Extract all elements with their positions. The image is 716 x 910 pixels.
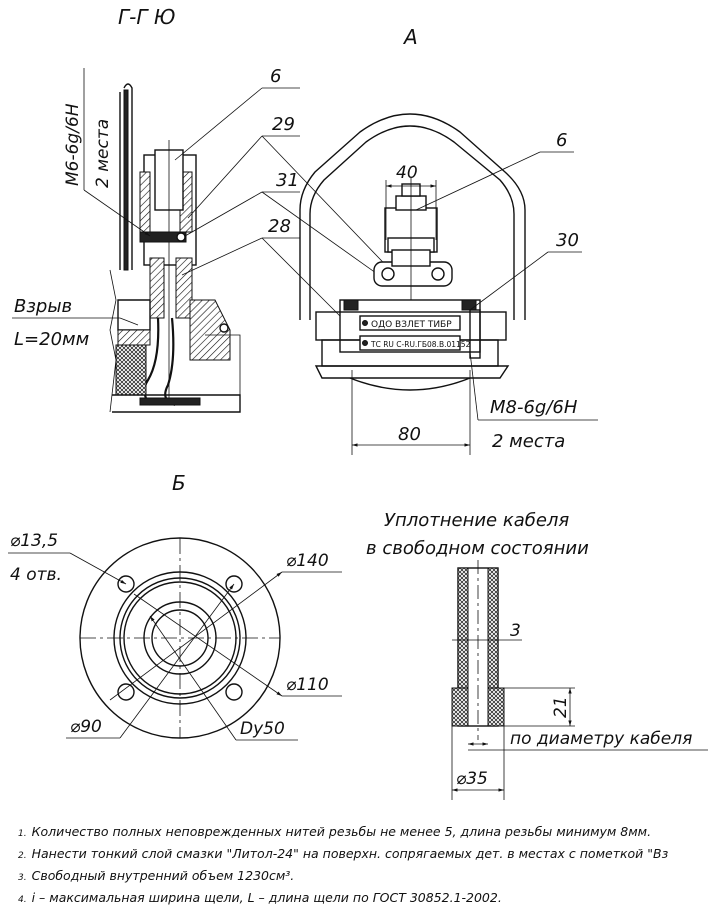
callout-6-left: 6: [270, 66, 281, 87]
callout-30: 30: [556, 230, 579, 251]
dim-140: ⌀140: [286, 551, 329, 571]
thread-spec-left: М6-6g/6Н: [63, 103, 83, 186]
view-b: Б ⌀13,5 4 отв. ⌀140 ⌀110 ⌀90 Dу50: [8, 471, 342, 741]
note-item: 3.Свободный внутренний объем 1230см³.: [18, 868, 295, 883]
explosion-length: L=20мм: [14, 329, 89, 350]
callout-31: 31: [276, 170, 299, 191]
plate-1-text: ОДО ВЗЛЕТ ТИБР: [371, 320, 452, 330]
dim-40: 40: [396, 163, 418, 183]
dim-hole: ⌀13,5: [10, 531, 58, 551]
plate-2-text: ТС RU С-RU.ГБ08.В.01152: [370, 340, 471, 349]
callout-29: 29: [272, 114, 295, 135]
callouts-section: 6 29 31 28: [174, 66, 401, 321]
thread-label-left: М6-6g/6Н 2 места: [63, 68, 151, 237]
dim-110: ⌀110: [286, 675, 329, 695]
dim-80: 80: [398, 424, 421, 445]
view-a-title: А: [402, 25, 418, 49]
view-b-title: Б: [172, 471, 186, 495]
seal-title-1: Уплотнение кабеля: [384, 510, 569, 531]
seal-cable-note: по диаметру кабеля: [510, 729, 692, 749]
dim-90: ⌀90: [70, 717, 102, 737]
dim-dy50: Dу50: [240, 719, 285, 739]
note-item: 4.i – максимальная ширина щели, L – длин…: [18, 890, 502, 905]
thread-count-right: 2 места: [492, 431, 565, 452]
dim-35: ⌀35: [456, 769, 488, 789]
note-item: 1.Количество полных неповрежденных нитей…: [18, 824, 652, 839]
cable-seal-view: Уплотнение кабеля в свободном состоянии …: [366, 510, 708, 800]
callout-6-right: 6: [556, 130, 567, 151]
explosion-label: Взрыв L=20мм: [12, 296, 139, 350]
dim-21: 21: [551, 696, 571, 718]
section-title: Г-Г Ю: [118, 5, 175, 29]
thread-count-left: 2 места: [93, 119, 113, 188]
view-a: А ОДО ВЗЛЕТ ТИБР ТС RU С-RU.ГБ08.В.01152…: [299, 25, 598, 455]
section-view: Г-Г Ю: [109, 5, 241, 413]
dim-hole-count: 4 отв.: [10, 565, 62, 585]
notes-list: 1.Количество полных неповрежденных нитей…: [18, 822, 716, 910]
dim-3: 3: [510, 621, 521, 641]
thread-spec-right: М8-6g/6Н: [490, 397, 578, 418]
seal-title-2: в свободном состоянии: [366, 538, 589, 559]
explosion-text: Взрыв: [14, 296, 72, 317]
note-item: 2.Нанести тонкий слой смазки "Литол-24" …: [18, 846, 669, 861]
callout-28: 28: [268, 216, 291, 237]
